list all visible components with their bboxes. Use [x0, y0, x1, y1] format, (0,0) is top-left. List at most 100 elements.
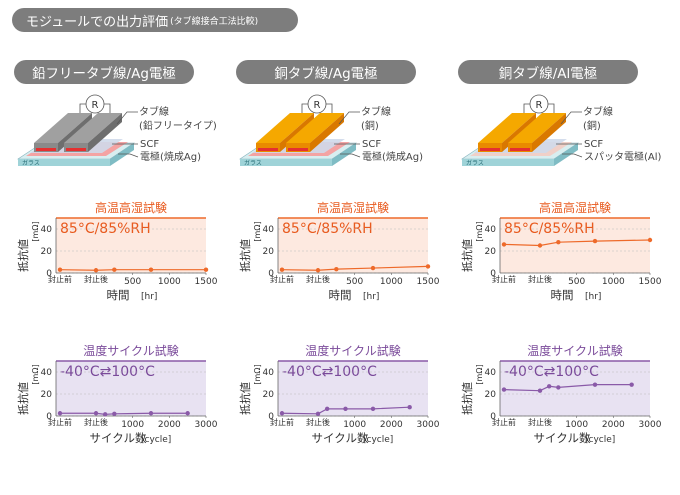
data-point-4 — [148, 267, 154, 272]
column-title-3: 銅タブ線/Al電極 — [458, 60, 638, 84]
y-axis-unit: [mΩ] — [253, 364, 262, 384]
plot-background — [278, 361, 428, 416]
x-cat-tick-label: 封止後 — [306, 274, 330, 284]
r-label: R — [536, 100, 543, 111]
glass-side — [332, 143, 356, 166]
y-tick-label: 0 — [46, 269, 52, 279]
x-axis-label: サイクル数 — [90, 431, 147, 445]
y-tick-label: 0 — [490, 412, 496, 422]
ribbon-leader — [116, 111, 138, 125]
test-title: 温度サイクル試験 — [83, 343, 178, 358]
data-point-5 — [647, 237, 653, 243]
ribbon-top-1 — [478, 113, 536, 143]
x-tick-label: 500 — [568, 277, 585, 287]
y-axis-unit: [mΩ] — [253, 221, 262, 241]
x-axis-unit: [cycle] — [363, 435, 393, 445]
x-axis-label: 時間 — [551, 288, 574, 302]
glass-side — [554, 143, 578, 166]
x-cat-tick-label: 封止前 — [492, 274, 516, 284]
data-point-5 — [148, 411, 154, 416]
plot-background — [56, 218, 206, 273]
y-tick-label: 40 — [41, 368, 53, 378]
x-tick-label: 1000 — [158, 277, 181, 287]
ribbon-label: タブ線 — [583, 105, 613, 118]
scf-label: SCF — [584, 139, 603, 150]
x-cat-tick-label: 封止前 — [270, 417, 294, 427]
data-point-3 — [324, 406, 330, 412]
column-2: ガラスRタブ線(銅)SCF電極(焼成Ag)高温高湿試験85°C/85%RH020… — [238, 94, 440, 445]
scf-bond-2 — [510, 148, 530, 151]
x-tick-label: 2000 — [380, 420, 403, 430]
glass-front — [240, 159, 332, 166]
y-tick-label: 0 — [490, 269, 496, 279]
test-condition: -40°C⇄100°C — [282, 364, 377, 380]
y-tick-label: 20 — [263, 247, 275, 257]
y-tick-label: 40 — [41, 225, 53, 235]
x-tick-label: 1000 — [121, 420, 144, 430]
scf-bond-1 — [36, 148, 56, 151]
data-point-2 — [93, 268, 99, 273]
test-title: 高温高湿試験 — [317, 200, 389, 215]
x-cat-tick-label: 封止後 — [306, 417, 330, 427]
x-axis-unit: [hr] — [141, 292, 157, 302]
ribbon-label: タブ線 — [361, 105, 391, 118]
ribbon-leader — [338, 111, 360, 125]
x-tick-label: 3000 — [639, 420, 662, 430]
resistance-meter-icon — [85, 94, 105, 114]
x-axis-unit: [hr] — [363, 292, 379, 302]
y-axis-label: 抵抗値 — [16, 239, 30, 272]
column-title-1: 鉛フリータブ線/Ag電極 — [14, 60, 194, 84]
data-point-1 — [279, 411, 285, 416]
data-point-1 — [279, 267, 285, 272]
data-point-1 — [57, 411, 63, 416]
data-point-2 — [93, 411, 99, 416]
test-condition: -40°C⇄100°C — [60, 364, 155, 380]
electrode-leader — [562, 153, 583, 158]
data-point-1 — [57, 267, 63, 272]
glass-side — [110, 143, 134, 166]
ribbon-top-2 — [64, 113, 122, 143]
column-3: ガラスRタブ線(銅)SCFスパッタ電極(Al)高温高湿試験85°C/85%RH0… — [460, 94, 662, 445]
ribbon-top-2 — [286, 113, 344, 143]
x-axis-unit: [cycle] — [585, 435, 615, 445]
data-point-4 — [343, 406, 348, 412]
ribbon-label: タブ線 — [139, 105, 169, 118]
page-title: モジュールでの出力評価(タブ線接合工法比較) — [12, 8, 298, 32]
test-title: 温度サイクル試験 — [527, 343, 622, 358]
scf-bond-2 — [66, 148, 86, 151]
x-axis-label: サイクル数 — [312, 431, 369, 445]
data-point-6 — [629, 382, 634, 387]
data-point-1 — [501, 387, 507, 392]
r-lead-right — [326, 103, 333, 113]
y-axis-unit: [mΩ] — [475, 221, 484, 241]
r-lead-right — [548, 103, 555, 113]
y-tick-label: 0 — [268, 269, 274, 279]
x-tick-label: 3000 — [417, 420, 440, 430]
x-tick-label: 1500 — [417, 277, 440, 287]
y-tick-label: 20 — [263, 390, 275, 400]
x-cat-tick-label: 封止後 — [84, 417, 108, 427]
y-tick-label: 20 — [41, 247, 53, 257]
y-axis-label: 抵抗値 — [460, 382, 474, 415]
data-point-2 — [537, 243, 543, 248]
x-cat-tick-label: 封止前 — [48, 417, 72, 427]
data-point-2 — [315, 268, 321, 273]
y-axis-label: 抵抗値 — [238, 239, 252, 272]
plot-background — [278, 218, 428, 273]
data-point-4 — [112, 411, 117, 416]
y-axis-label: 抵抗値 — [238, 382, 252, 415]
x-tick-label: 500 — [346, 277, 363, 287]
plot-background — [500, 361, 650, 416]
ribbon-top-1 — [256, 113, 314, 143]
column-1: ガラスRタブ線(鉛フリータイプ)SCF電極(焼成Ag)高温高湿試験85°C/85… — [16, 94, 218, 445]
x-cat-tick-label: 封止後 — [528, 417, 552, 427]
x-cat-tick-label: 封止後 — [528, 274, 552, 284]
glass-label: ガラス — [466, 159, 484, 167]
data-point-4 — [556, 385, 561, 390]
x-axis-label: 時間 — [107, 288, 130, 302]
